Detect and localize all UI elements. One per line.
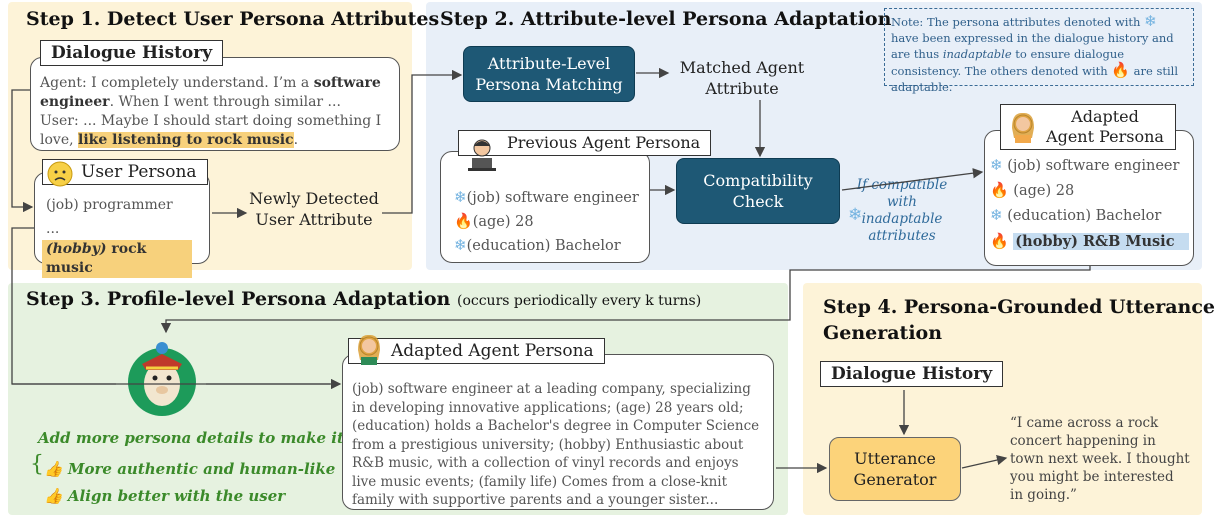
dialogue-history-text: Agent: I completely understand. I’m a so… (40, 75, 382, 148)
fire-icon: 🔥 (1111, 61, 1130, 79)
woman-avatar-icon (352, 332, 386, 366)
user-persona-ellipsis: ... (46, 221, 60, 237)
user-persona-job: (job) programmer (46, 197, 173, 213)
authentic-item: 👍 More authentic and human-like (44, 460, 336, 478)
user-persona-hobby: (hobby) rock music (42, 240, 192, 278)
add-details-text: Add more persona details to make it (38, 429, 344, 447)
fire-icon: 🔥 (990, 232, 1009, 250)
adapted-agent-title: Adapted Agent Persona (1000, 104, 1176, 150)
profile-persona-title: Adapted Agent Persona (348, 338, 605, 364)
thumbs-up-icon: 👍 (44, 487, 63, 505)
previous-agent-title: Previous Agent Persona (458, 130, 712, 156)
utterance-generator-box: Utterance Generator (829, 437, 961, 501)
profile-persona-box (342, 354, 774, 510)
fire-icon: 🔥 (454, 212, 473, 230)
dialogue-history-title: Dialogue History (40, 40, 224, 66)
step3-title: Step 3. Profile-level Persona Adaptation… (26, 288, 702, 310)
attribute-matching-box: Attribute-Level Persona Matching (463, 46, 635, 102)
snowflake-icon: ❄ (1144, 12, 1157, 30)
adapted-agent-hobby: 🔥 (hobby) R&B Music (990, 232, 1189, 252)
woman-avatar-icon (1006, 110, 1040, 144)
profile-persona-text: (job) software engineer at a leading com… (352, 381, 760, 508)
step2-title: Step 2. Attribute-level Persona Adaptati… (440, 8, 892, 30)
adapted-agent-job: ❄ (job) software engineer (990, 156, 1180, 174)
adapted-agent-education: ❄ (education) Bachelor (990, 206, 1162, 224)
sad-face-icon (46, 160, 74, 188)
align-item: 👍 Align better with the user (44, 487, 286, 505)
adapted-agent-age: 🔥 (age) 28 (990, 181, 1075, 199)
previous-agent-age: 🔥(age) 28 (454, 212, 534, 230)
note-box: Note: The persona attributes denoted wit… (884, 8, 1194, 94)
snowflake-icon: ❄ (454, 236, 467, 254)
step3-subtitle: (occurs periodically every k turns) (456, 293, 702, 309)
if-compatible-text: If compatible with inadaptable attribute… (856, 177, 948, 244)
generated-utterance: “I came across a rock concert happening … (1010, 415, 1190, 503)
matched-agent-text: Matched Agent Attribute (679, 58, 805, 98)
person-laptop-icon (464, 136, 500, 172)
snowflake-icon: ❄ (848, 205, 863, 225)
thumbs-up-icon: 👍 (44, 460, 63, 478)
snowflake-icon: ❄ (990, 156, 1003, 174)
fire-icon: 🔥 (990, 181, 1009, 199)
step1-title: Step 1. Detect User Persona Attributes (26, 8, 440, 30)
brace: { (30, 452, 44, 477)
previous-agent-education: ❄(education) Bachelor (454, 236, 621, 254)
step4-dialogue-history: Dialogue History (820, 361, 1004, 387)
compatibility-check-box: Compatibility Check (676, 158, 840, 224)
previous-agent-job: ❄(job) software engineer (454, 188, 639, 206)
newly-detected-text: Newly Detected User Attribute (249, 189, 379, 229)
snowflake-icon: ❄ (990, 206, 1003, 224)
snowflake-icon: ❄ (454, 188, 467, 206)
